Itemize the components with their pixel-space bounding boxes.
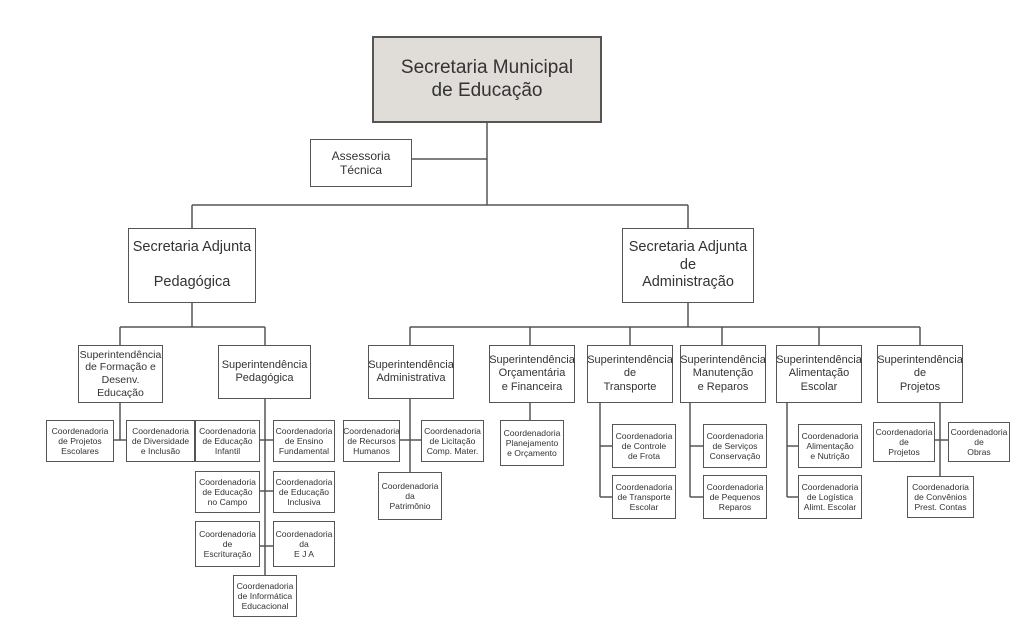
- sup-alimentacao-box: Superintendência Alimentação Escolar: [776, 345, 862, 403]
- coord-transporte-escolar-box: Coordenadoria de Transporte Escolar: [612, 475, 676, 519]
- coord-obras-box: Coordenadoria de Obras: [948, 422, 1010, 462]
- coord-educacao-infantil-box: Coordenadoria de Educação Infantil: [195, 420, 260, 462]
- coord-convenios-box: Coordenadoria de Convênios Prest. Contas: [907, 476, 974, 518]
- coord-recursos-humanos-box: Coordenadoria de Recursos Humanos: [343, 420, 400, 462]
- sup-manutencao-box: Superintendência Manutenção e Reparos: [680, 345, 766, 403]
- sup-formacao-box: Superintendência de Formação e Desenv. E…: [78, 345, 163, 403]
- coord-projetos-escolares-box: Coordenadoria de Projetos Escolares: [46, 420, 114, 462]
- coord-pequenos-reparos-box: Coordenadoria de Pequenos Reparos: [703, 475, 767, 519]
- secretaria-adjunta-pedagogica-box: Secretaria Adjunta Pedagógica: [128, 228, 256, 303]
- coord-licitacao-box: Coordenadoria de Licitação Comp. Mater.: [421, 420, 484, 462]
- coord-informatica-box: Coordenadoria de Informática Educacional: [233, 575, 297, 617]
- coord-ensino-fundamental-box: Coordenadoria de Ensino Fundamental: [273, 420, 335, 462]
- coord-escrituracao-box: Coordenadoria de Escrituração: [195, 521, 260, 567]
- sup-orcamentaria-box: Superintendência Orçamentária e Financei…: [489, 345, 575, 403]
- coord-educacao-inclusiva-box: Coordenadoria de Educação Inclusiva: [273, 471, 335, 513]
- coord-alimentacao-nutricao-box: Coordenadoria Alimentação e Nutrição: [798, 424, 862, 468]
- secretaria-adjunta-administracao-box: Secretaria Adjunta de Administração: [622, 228, 754, 303]
- coord-planejamento-box: Coordenadoria Planejamento e Orçamento: [500, 420, 564, 466]
- coord-servicos-box: Coordenadoria de Serviços Conservação: [703, 424, 767, 468]
- sup-projetos-box: Superintendência de Projetos: [877, 345, 963, 403]
- sup-administrativa-box: Superintendência Administrativa: [368, 345, 454, 399]
- coord-diversidade-box: Coordenadoria de Diversidade e Inclusão: [126, 420, 195, 462]
- coord-patrimonio-box: Coordenadoria da Patrimônio: [378, 472, 442, 520]
- coord-logistica-box: Coordenadoria de Logística Alimt. Escola…: [798, 475, 862, 519]
- coord-educacao-campo-box: Coordenadoria de Educação no Campo: [195, 471, 260, 513]
- coord-projetos-box: Coordenadoria de Projetos: [873, 422, 935, 462]
- sup-pedagogica-box: Superintendência Pedagógica: [218, 345, 311, 399]
- assessoria-tecnica-box: Assessoria Técnica: [310, 139, 412, 187]
- coord-eja-box: Coordenadoria da E J A: [273, 521, 335, 567]
- secretaria-municipal-box: Secretaria Municipal de Educação: [372, 36, 602, 123]
- coord-controle-frota-box: Coordenadoria de Controle de Frota: [612, 424, 676, 468]
- sup-transporte-box: Superintendência de Transporte: [587, 345, 673, 403]
